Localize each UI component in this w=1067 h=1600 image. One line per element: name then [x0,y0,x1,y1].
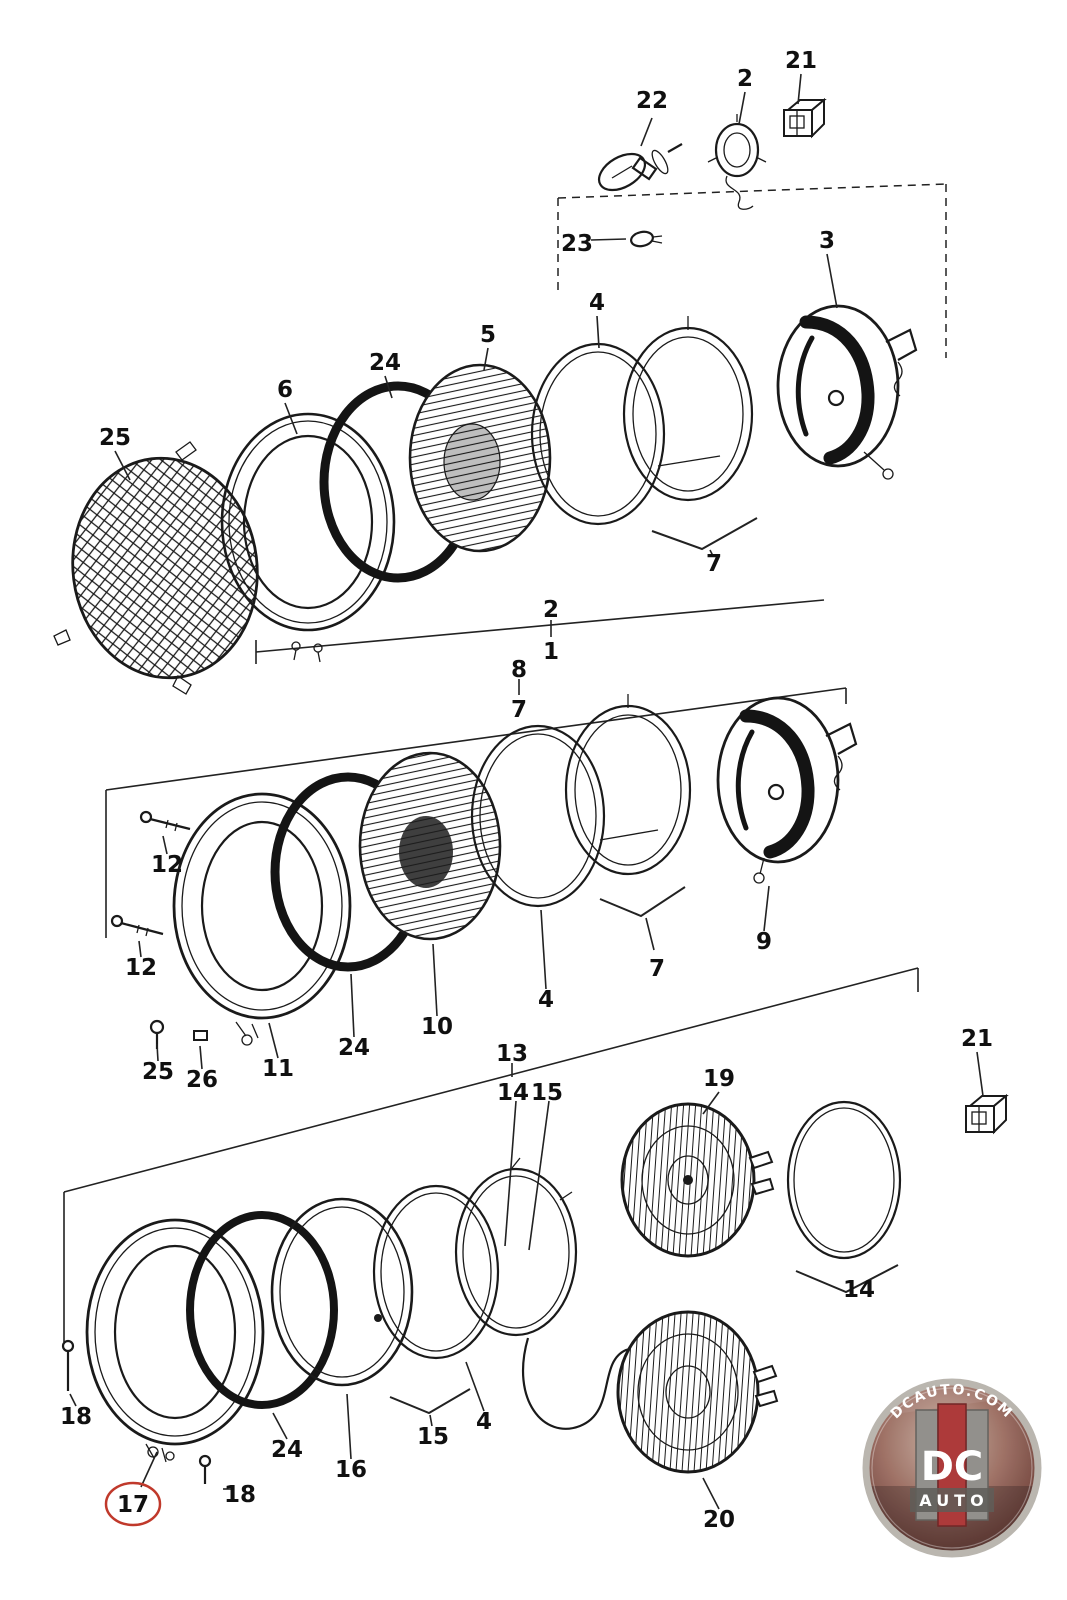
callout-7b: 7 [511,697,527,723]
callout-1: 1 [543,639,559,665]
callout-23: 23 [561,231,593,257]
callout-18: 18 [60,1404,92,1430]
headlight-rim [85,1218,265,1463]
callout-24b: 24 [338,1035,370,1061]
highlight-circle-17 [104,1481,162,1527]
callout-20: 20 [703,1507,735,1533]
callout-4: 4 [589,290,605,316]
lens [358,751,502,941]
callout-8: 8 [511,657,527,683]
speed-nut [193,1030,208,1041]
retaining-ring [622,316,754,502]
callout-4b: 4 [538,987,554,1013]
trim-ring [270,1197,414,1387]
logo-shield [910,1403,994,1527]
callout-19: 19 [703,1066,735,1092]
callout-7: 7 [706,551,722,577]
seal-ring [186,1211,338,1409]
callout-13: 13 [496,1041,528,1067]
callout-15b: 15 [417,1424,449,1450]
callout-7c: 7 [649,956,665,982]
bulb-holder [707,114,767,210]
screw [139,810,191,832]
mounting-ring [786,1100,902,1260]
callout-9: 9 [756,929,772,955]
watermark-logo: DCAUTO.COM DC AUTO [862,1378,1042,1558]
screw [110,914,164,937]
callout-26: 26 [186,1067,218,1093]
gasket [470,724,606,908]
construction-lines [63,183,947,1342]
callout-18b: 18 [224,1482,256,1508]
callout-24c: 24 [271,1437,303,1463]
callout-12: 12 [151,852,183,878]
callout-2b: 2 [543,597,559,623]
callout-15: 15 [531,1080,563,1106]
callout-labels: 22 2 21 23 3 4 5 24 6 25 7 2 1 8 7 12 12… [60,48,993,1533]
logo-dc-text: DC [921,1444,984,1490]
callout-21b: 21 [961,1026,993,1052]
callout-14b: 14 [843,1277,875,1303]
callout-11: 11 [262,1056,294,1082]
retaining-ring [454,1157,578,1337]
reflector [716,696,858,884]
highlight [104,1481,162,1527]
screw [198,1454,212,1484]
connector-plug [783,97,827,139]
small-bulb [630,230,663,248]
callout-21: 21 [785,48,817,74]
sealed-beam [616,1310,779,1474]
callout-22: 22 [636,88,668,114]
callout-10: 10 [421,1014,453,1040]
gasket [530,342,666,526]
callout-5: 5 [480,322,496,348]
assembly-bottom [61,1093,1009,1484]
callout-12b: 12 [125,955,157,981]
gasket [372,1184,500,1360]
headlight-rim [172,792,352,1046]
callout-14: 14 [497,1080,529,1106]
sealed-beam [620,1102,775,1258]
screw [61,1339,75,1391]
headlight-rim [220,412,396,663]
retaining-ring [564,694,692,876]
callout-6: 6 [277,377,293,403]
connector-plug [965,1093,1009,1135]
logo-auto-text: AUTO [919,1491,988,1510]
stone-guard [53,441,259,695]
assembly-middle [110,694,858,1049]
leader-lines [69,73,984,1510]
callout-4c: 4 [476,1409,492,1435]
callout-25: 25 [99,425,131,451]
callout-25b: 25 [142,1059,174,1085]
callout-17: 17 [117,1492,149,1518]
callout-24: 24 [369,350,401,376]
callout-2: 2 [737,66,753,92]
callout-16: 16 [335,1457,367,1483]
callout-3: 3 [819,228,835,254]
reflector [776,304,918,480]
lens [408,363,552,553]
bulb [597,143,683,192]
